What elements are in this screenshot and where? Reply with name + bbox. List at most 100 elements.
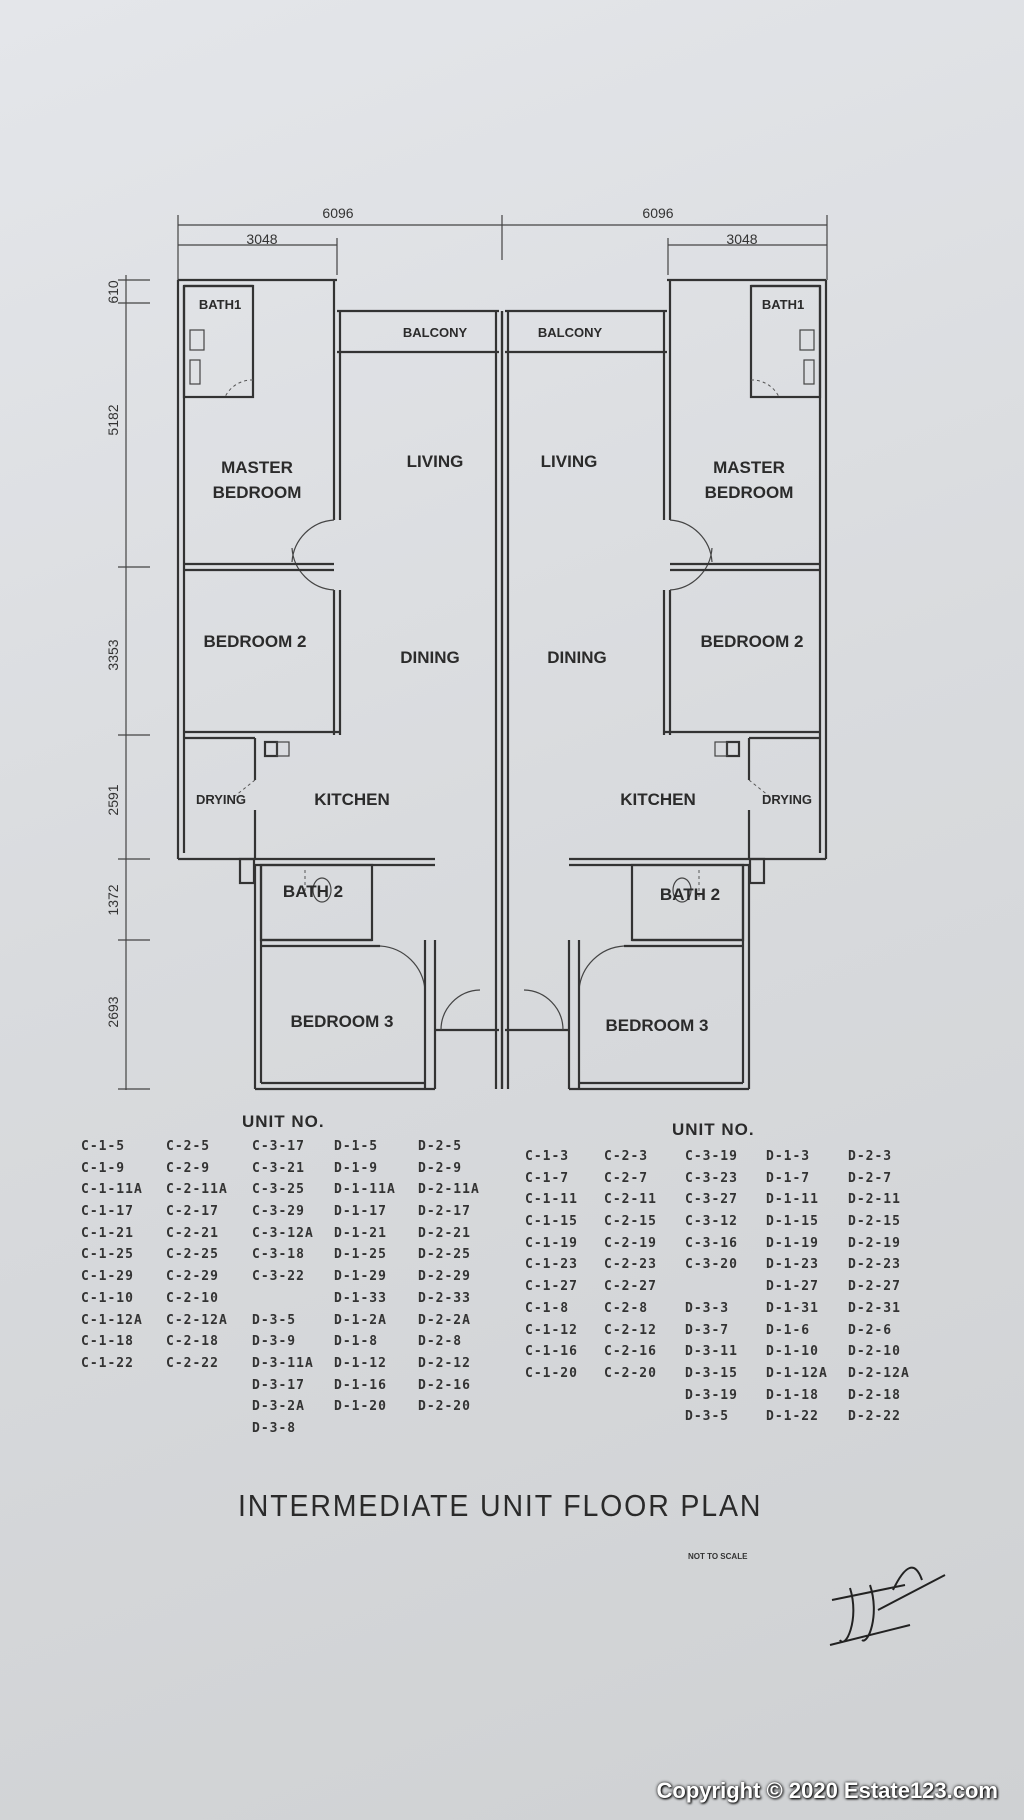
unit-number: C-2-16 [604,1344,657,1360]
label-living-left: LIVING [407,452,464,471]
dim-v-5182: 5182 [105,404,121,435]
unit-number: D-1-7 [766,1170,811,1186]
unit-number: D-1-2A [334,1312,387,1328]
unit-number: D-2-18 [848,1387,901,1403]
unit-number: D-1-31 [766,1300,819,1316]
unit-number: C-1-18 [81,1334,134,1350]
unit-number: D-3-11A [252,1355,314,1371]
unit-number: C-2-19 [604,1235,657,1251]
unit-number: C-2-29 [166,1269,219,1285]
unit-number: D-3-5 [685,1409,730,1425]
unit-number: C-2-12A [166,1312,228,1328]
unit-number: D-1-18 [766,1387,819,1403]
unit-number [252,1288,314,1310]
unit-number: C-3-25 [252,1182,305,1198]
unit-number: D-1-10 [766,1344,819,1360]
unit-number: C-3-21 [252,1160,305,1176]
unit-number: C-1-27 [525,1279,578,1295]
right-unit-walls [500,278,828,1091]
unit-number: D-1-25 [334,1247,387,1263]
not-to-scale-note: NOT TO SCALE [688,1552,748,1561]
unit-number: D-2-2A [418,1312,471,1328]
unit-number: D-1-29 [334,1269,387,1285]
unit-number: C-2-8 [604,1300,649,1316]
unit-number: D-3-9 [252,1334,297,1350]
dim-v-2591: 2591 [105,784,121,815]
unit-number: D-3-7 [685,1322,730,1338]
unit-number: D-2-22 [848,1409,901,1425]
dim-top-right-3048: 3048 [726,231,757,247]
unit-number: C-2-23 [604,1257,657,1273]
unit-number: D-2-10 [848,1344,901,1360]
unit-number: C-2-5 [166,1139,211,1154]
unit-number: D-2-29 [418,1269,471,1285]
unit-number: C-1-22 [81,1355,134,1371]
unit-number: C-1-19 [525,1235,578,1251]
label-kitchen-left: KITCHEN [314,790,390,809]
unit-number: D-2-9 [418,1160,463,1176]
dim-v-2693: 2693 [105,996,121,1027]
unit-number: D-2-11 [848,1192,901,1208]
unit-number: D-1-21 [334,1225,387,1241]
unit-number: D-1-12 [334,1355,387,1371]
unit-number: D-2-3 [848,1149,893,1164]
right-unit-list-heading: UNIT NO. [672,1120,755,1139]
unit-number: C-1-17 [81,1204,134,1220]
dim-top-left-6096: 6096 [322,205,353,221]
unit-number: C-2-22 [166,1355,219,1371]
left-unit-walls [176,278,504,1091]
unit-number: C-3-29 [252,1204,305,1220]
unit-number: D-1-11A [334,1182,396,1198]
unit-number: D-1-33 [334,1290,387,1306]
label-living-right: LIVING [541,452,598,471]
unit-number: C-2-20 [604,1365,657,1381]
unit-number: C-1-3 [525,1149,570,1164]
unit-number: C-1-11 [525,1192,578,1208]
unit-number: D-1-27 [766,1279,819,1295]
unit-number: D-2-27 [848,1279,901,1295]
unit-number: C-1-16 [525,1344,578,1360]
unit-number: C-1-25 [81,1247,134,1263]
dim-top-right-6096: 6096 [642,205,673,221]
unit-number: D-3-8 [252,1420,297,1436]
label-bath2-left: BATH 2 [283,882,343,901]
unit-number: C-2-18 [166,1334,219,1350]
unit-number: C-3-27 [685,1192,738,1208]
left-unit-list-heading: UNIT NO. [242,1112,325,1131]
unit-number: C-1-7 [525,1170,570,1186]
label-kitchen-right: KITCHEN [620,790,696,809]
unit-number: D-1-15 [766,1214,819,1230]
unit-number: C-2-10 [166,1290,219,1306]
label-bedroom3-right: BEDROOM 3 [606,1016,709,1035]
unit-number: D-2-12A [848,1365,910,1381]
label-balcony-right: BALCONY [538,325,603,340]
unit-number: D-3-11 [685,1344,738,1360]
label-master-left-1: MASTER [221,458,293,477]
unit-number: C-1-23 [525,1257,578,1273]
unit-number: D-1-3 [766,1149,811,1164]
label-drying-left: DRYING [196,792,246,807]
unit-number: D-2-8 [418,1334,463,1350]
unit-number: C-1-10 [81,1290,134,1306]
copyright-watermark: Copyright © 2020 Estate123.com [656,1778,998,1803]
unit-number: D-2-20 [418,1399,471,1415]
unit-number: C-1-12 [525,1322,578,1338]
unit-number: C-3-16 [685,1235,738,1251]
unit-number: C-3-12 [685,1214,738,1230]
unit-number: D-1-8 [334,1334,379,1350]
unit-number: D-2-19 [848,1235,901,1251]
unit-number: D-1-6 [766,1322,811,1338]
unit-number: C-1-15 [525,1214,578,1230]
unit-number: C-3-22 [252,1269,305,1285]
label-bedroom2-right: BEDROOM 2 [701,632,804,651]
dim-v-3353: 3353 [105,639,121,670]
left-dimension-line [118,275,150,1090]
unit-number: D-2-15 [848,1214,901,1230]
